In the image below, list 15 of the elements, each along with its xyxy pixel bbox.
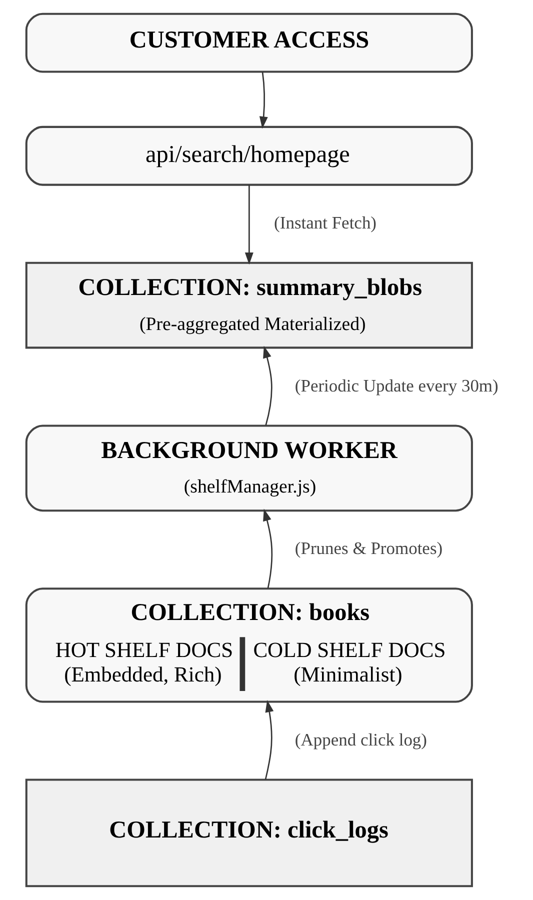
node-box: COLLECTION: click_logs <box>24 778 472 888</box>
edge-label: (Instant Fetch) <box>274 212 376 232</box>
node-box: BACKGROUND WORKER (shelfManager.js) <box>24 424 472 512</box>
arrow <box>262 346 272 426</box>
node-box: api/search/homepage <box>24 126 472 186</box>
arrow <box>244 184 253 265</box>
node-box: COLLECTION: books HOT SHELF DOCS (Embedded, Rich) COLD SHELF DOCS (Minimalist) <box>24 588 472 703</box>
node-box: CUSTOMER ACCESS <box>24 12 472 73</box>
arrow <box>262 508 272 588</box>
edge-label: (Prunes & Promotes) <box>294 538 442 558</box>
edge-label: (Append click log) <box>294 729 427 750</box>
node-box: COLLECTION: summary_blobs (Pre-aggregated Materialized) <box>24 262 472 349</box>
arrow <box>258 72 268 129</box>
edge-label: (Periodic Update every 30m) <box>294 375 498 396</box>
arrow <box>264 700 274 780</box>
